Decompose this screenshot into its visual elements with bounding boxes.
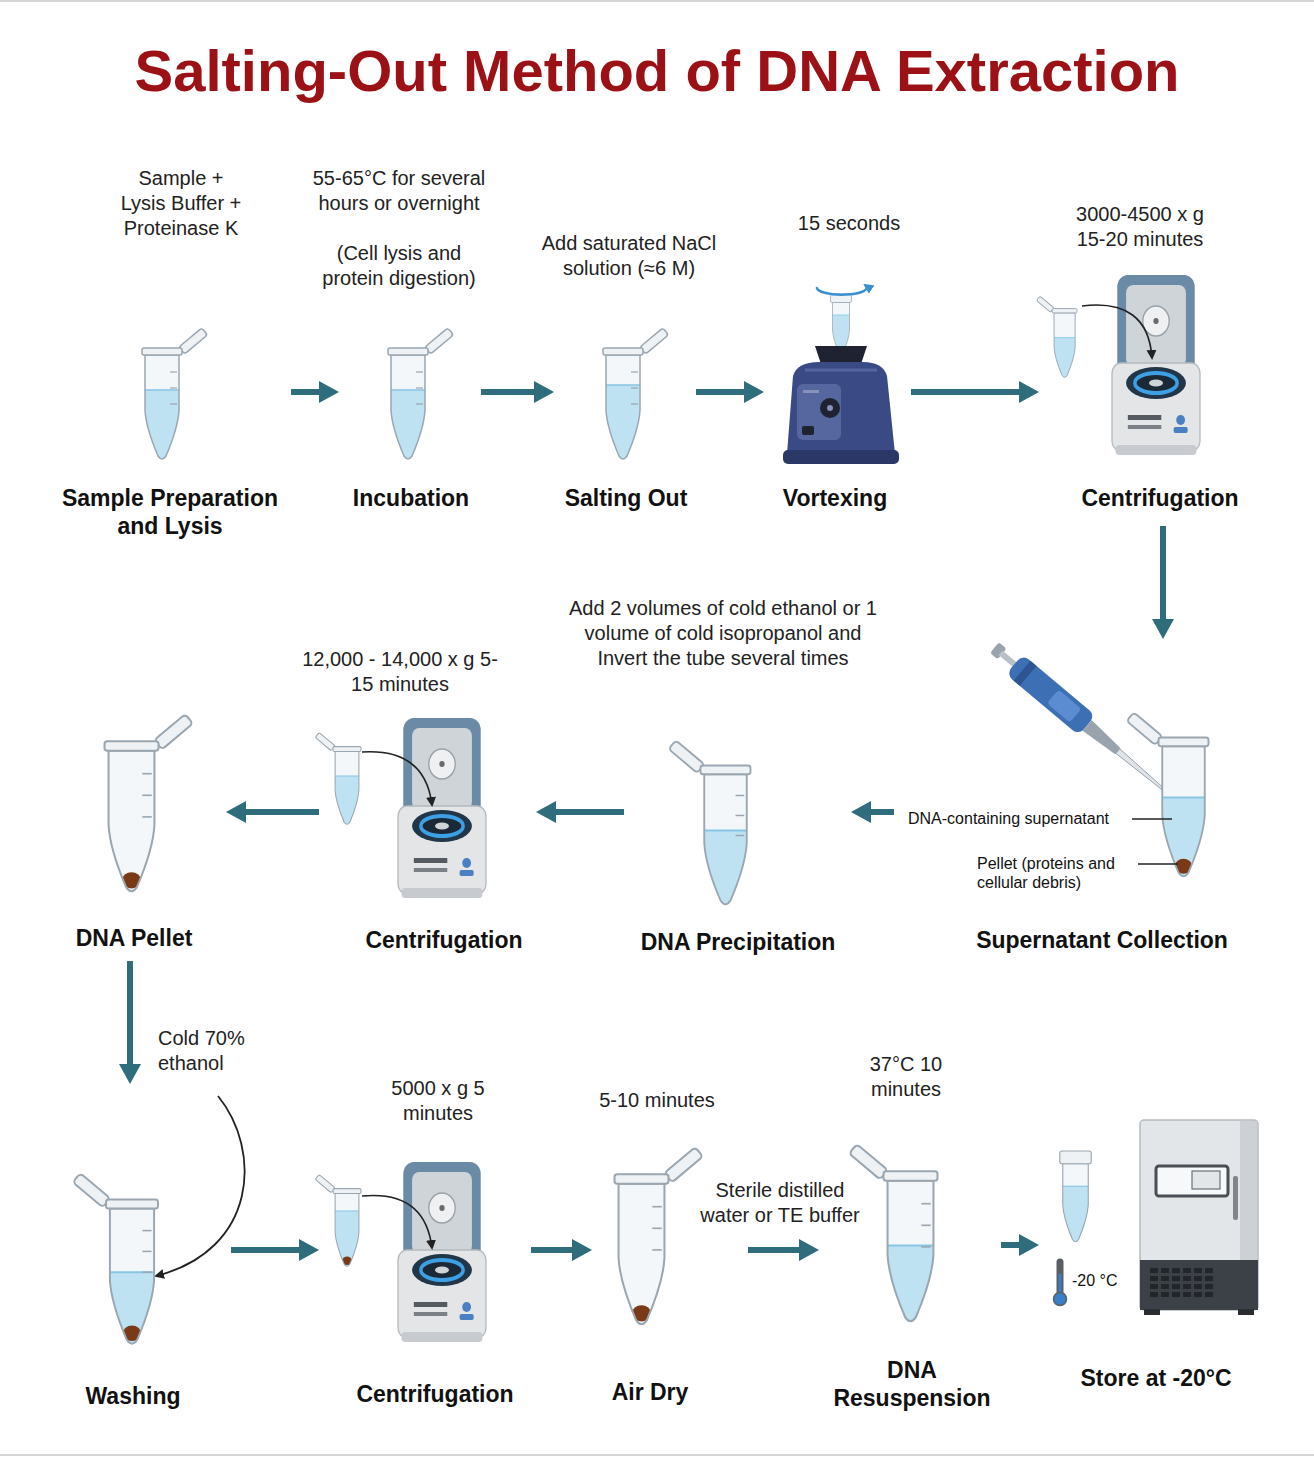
- step-label: Supernatant Collection: [942, 926, 1262, 954]
- step-label: Salting Out: [526, 484, 726, 512]
- step-node: Washing: [45, 1090, 225, 1415]
- arrow-shaft: [1160, 526, 1166, 621]
- flow-arrow: [226, 801, 319, 823]
- top-rule: [0, 0, 1314, 2]
- arrow-shaft: [291, 389, 321, 395]
- arrow-head: [851, 801, 871, 823]
- arrow-shaft: [1001, 1242, 1021, 1248]
- step-caption: 3000-4500 x g 15-20 minutes: [1065, 202, 1215, 252]
- arrow-shaft: [481, 389, 536, 395]
- arrow-shaft: [554, 809, 624, 815]
- callout-label: Pellet (proteins and cellular debris): [977, 854, 1137, 892]
- flow-arrow: [851, 801, 894, 823]
- step-illustration: [45, 1090, 225, 1415]
- step-node: Store at -20°C: [1045, 1118, 1275, 1400]
- step-illustration: [325, 712, 530, 957]
- step-caption: 37°C 10 minutes: [841, 1052, 971, 1102]
- arrow-head: [299, 1239, 319, 1261]
- step-label: Washing: [33, 1382, 233, 1410]
- bottom-rule: [0, 1454, 1314, 1456]
- step-label: Centrifugation: [1060, 484, 1260, 512]
- flow-arrow: [231, 1239, 319, 1261]
- edge-label: Sterile distilled water or TE buffer: [690, 1178, 870, 1228]
- step-illustration: [1045, 1118, 1275, 1400]
- step-node: Supernatant Collection: [900, 645, 1235, 960]
- step-label: Sample Preparation and Lysis: [50, 484, 290, 540]
- step-label: Centrifugation: [334, 926, 554, 954]
- arrow-head: [319, 381, 339, 403]
- arrow-head: [226, 801, 246, 823]
- step-node: 5000 x g 5 minutesCentrifugation: [325, 1150, 525, 1412]
- callout-label: -20 °C: [1072, 1271, 1142, 1290]
- flow-arrow: [531, 1239, 592, 1261]
- flow-arrow: [481, 381, 554, 403]
- step-label: DNA Resuspension: [830, 1356, 995, 1412]
- step-node: Add 2 volumes of cold ethanol or 1 volum…: [630, 700, 845, 960]
- step-illustration: [900, 645, 1235, 960]
- flow-arrow: [911, 381, 1039, 403]
- step-illustration: [770, 245, 905, 520]
- arrow-head: [799, 1239, 819, 1261]
- step-caption: Add 2 volumes of cold ethanol or 1 volum…: [563, 596, 883, 671]
- step-caption: 5-10 minutes: [582, 1088, 732, 1113]
- step-label: Store at -20°C: [1046, 1364, 1266, 1392]
- flow-arrow: [696, 381, 764, 403]
- arrow-shaft: [911, 389, 1021, 395]
- flow-arrow: [291, 381, 339, 403]
- step-illustration: [65, 685, 220, 955]
- flow-arrow: [748, 1239, 819, 1261]
- step-illustration: [598, 1118, 742, 1410]
- step-label: Incubation: [311, 484, 511, 512]
- arrow-shaft: [531, 1247, 574, 1253]
- step-illustration: [1045, 270, 1245, 520]
- arrow-head: [536, 801, 556, 823]
- edge-label: Cold 70% ethanol: [158, 1026, 258, 1076]
- arrow-shaft: [244, 809, 319, 815]
- step-label: Centrifugation: [325, 1380, 545, 1408]
- flow-arrow: [1152, 526, 1174, 639]
- step-caption: Add saturated NaCl solution (≈6 M): [529, 231, 729, 281]
- step-node: Sample + Lysis Buffer + Proteinase KSamp…: [55, 305, 285, 545]
- step-caption: (Cell lysis and protein digestion): [304, 241, 494, 291]
- step-caption: 5000 x g 5 minutes: [383, 1076, 493, 1126]
- arrow-head: [534, 381, 554, 403]
- step-label: DNA Precipitation: [608, 928, 868, 956]
- arrow-head: [1019, 1234, 1039, 1256]
- step-node: 15 secondsVortexing: [770, 245, 905, 520]
- arrow-head: [119, 1064, 141, 1084]
- arrow-head: [1152, 619, 1174, 639]
- arrow-shaft: [748, 1247, 801, 1253]
- flow-arrow: [536, 801, 624, 823]
- flow-arrow: [1001, 1234, 1039, 1256]
- arrow-shaft: [696, 389, 746, 395]
- arrow-shaft: [127, 961, 133, 1066]
- step-node: 55-65°C for several hours or overnight(C…: [345, 305, 475, 520]
- step-node: 12,000 - 14,000 x g 5-15 minutesCentrifu…: [325, 712, 530, 957]
- step-illustration: [325, 1150, 525, 1412]
- arrow-head: [572, 1239, 592, 1261]
- callout-label: DNA-containing supernatant: [908, 809, 1133, 828]
- step-node: DNA Pellet: [65, 685, 220, 955]
- step-label: DNA Pellet: [34, 924, 234, 952]
- diagram-title: Salting-Out Method of DNA Extraction: [0, 36, 1314, 106]
- flow-arrow: [119, 961, 141, 1084]
- step-node: 5-10 minutesAir Dry: [598, 1118, 742, 1410]
- arrow-head: [1019, 381, 1039, 403]
- step-label: Vortexing: [735, 484, 935, 512]
- step-node: 3000-4500 x g 15-20 minutesCentrifugatio…: [1045, 270, 1245, 520]
- step-caption: 12,000 - 14,000 x g 5-15 minutes: [300, 647, 500, 697]
- step-illustration: [630, 700, 845, 960]
- step-caption: 55-65°C for several hours or overnight: [299, 166, 499, 216]
- step-node: Add saturated NaCl solution (≈6 M)Saltin…: [560, 305, 690, 520]
- step-caption: Sample + Lysis Buffer + Proteinase K: [119, 166, 244, 241]
- step-node: 37°C 10 minutesDNA Resuspension: [825, 1118, 995, 1418]
- step-label: Air Dry: [575, 1378, 725, 1406]
- step-caption: 15 seconds: [774, 211, 924, 236]
- arrow-head: [744, 381, 764, 403]
- arrow-shaft: [231, 1247, 301, 1253]
- arrow-shaft: [869, 809, 894, 815]
